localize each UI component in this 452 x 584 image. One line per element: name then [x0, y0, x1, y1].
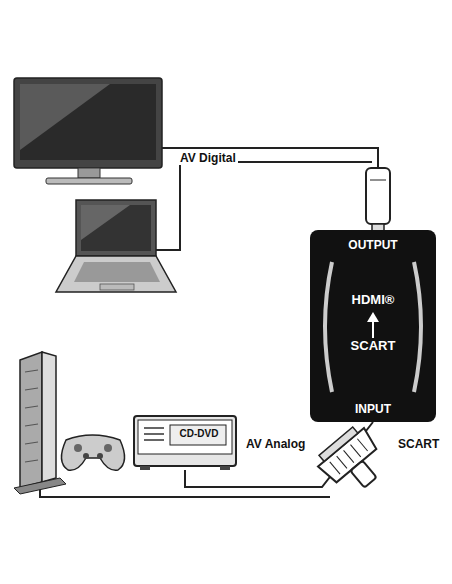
plug-rib [350, 445, 360, 457]
port-label: INPUT [310, 402, 436, 416]
plug-rib [344, 450, 354, 462]
connector-label: SCART [396, 437, 441, 451]
game-console [14, 352, 66, 494]
plug-rib [337, 456, 347, 468]
console-rib [25, 460, 38, 462]
console-rib [25, 442, 38, 444]
port-label: OUTPUT [310, 238, 436, 252]
dvd-player: CD-DVD [134, 416, 236, 470]
console-rib [25, 424, 38, 426]
format-label: SCART [310, 338, 436, 353]
console-rib [25, 370, 38, 372]
console-rib [25, 388, 38, 390]
converter-box [310, 230, 436, 422]
console-rib [25, 406, 38, 408]
laptop-icon [56, 200, 176, 292]
plug-rib [357, 439, 367, 451]
format-label: HDMI® [310, 292, 436, 307]
display-text: CD-DVD [172, 428, 226, 439]
signal-label: AV Digital [178, 151, 238, 165]
hdmi-plug [366, 168, 390, 232]
scart-plug [313, 422, 394, 502]
converter-box: OUTPUT HDMI® SCART INPUT [310, 230, 436, 422]
signal-label: AV Analog [244, 437, 307, 451]
gamepad [61, 435, 124, 470]
plug-rib [330, 462, 340, 474]
dvd-player [134, 416, 236, 470]
monitor-icon [14, 78, 162, 184]
